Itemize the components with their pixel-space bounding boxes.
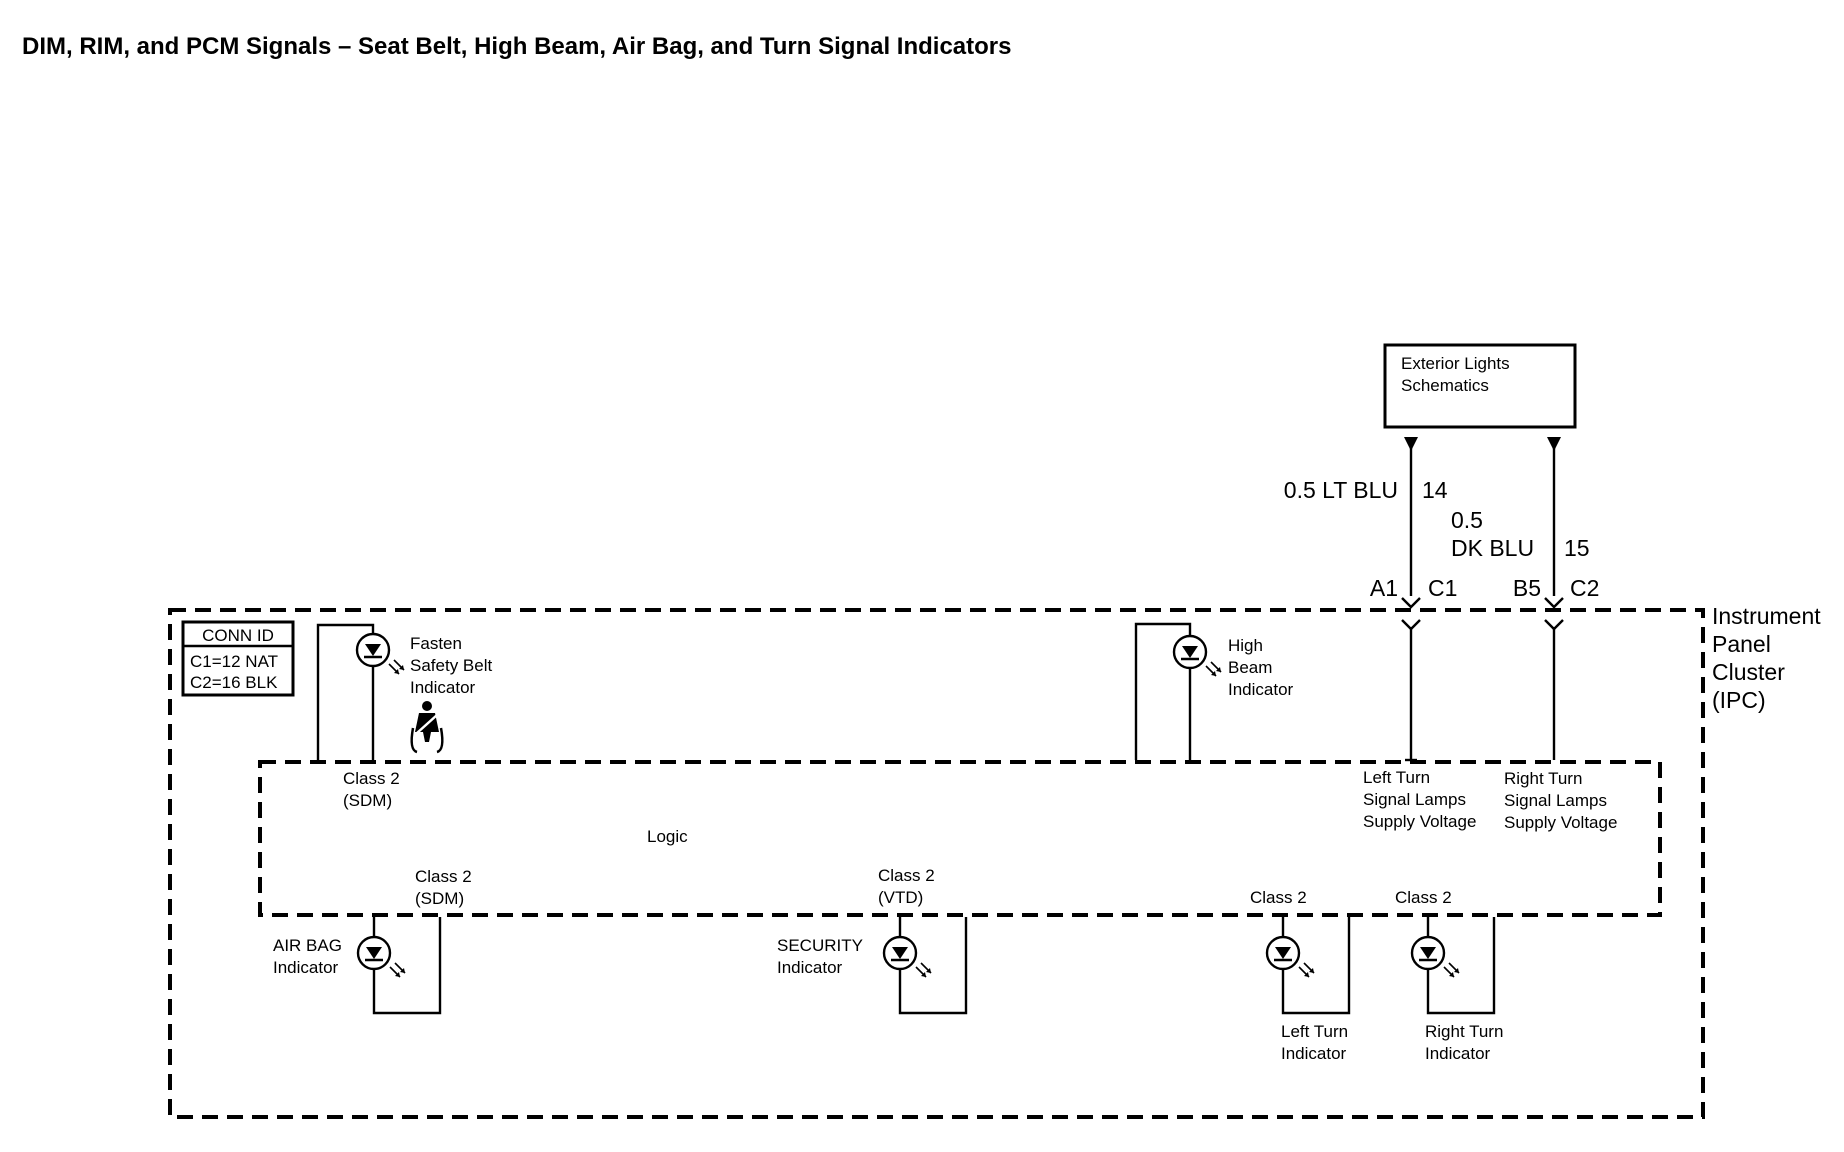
high-beam-label-line3: Indicator (1228, 680, 1294, 699)
right-supply-line1: Right Turn (1504, 769, 1582, 788)
security-circuit (882, 917, 968, 1015)
wire-left-pin: A1 (1370, 575, 1398, 601)
fasten-belt-label-line1: Fasten (410, 634, 462, 653)
seat-belt-icon (410, 701, 444, 754)
right-turn-label-line2: Indicator (1425, 1044, 1491, 1063)
fasten-belt-label-line2: Safety Belt (410, 656, 492, 675)
right-turn-circuit (1410, 917, 1496, 1015)
wire-left (1401, 437, 1421, 762)
air-bag-label-line1: AIR BAG (273, 936, 342, 955)
wire-left-color: 0.5 LT BLU (1284, 477, 1398, 503)
exterior-lights-box[interactable]: Exterior Lights Schematics (1383, 343, 1577, 429)
exterior-box-line2: Schematics (1401, 376, 1489, 395)
wire-left-connector: C1 (1428, 575, 1457, 601)
left-turn-label-line2: Indicator (1281, 1044, 1347, 1063)
ipc-label-line4: (IPC) (1712, 687, 1766, 713)
fasten-belt-circuit (316, 623, 406, 760)
class2-sdm-bottom-line2: (SDM) (415, 889, 464, 908)
wire-right-connector: C2 (1570, 575, 1599, 601)
high-beam-led-icon (1172, 634, 1223, 678)
wire-right-circuit: 15 (1564, 535, 1590, 561)
air-bag-circuit (356, 917, 442, 1015)
class2-right-turn-label: Class 2 (1395, 888, 1452, 907)
right-turn-led-icon (1410, 935, 1461, 979)
fasten-belt-label-line3: Indicator (410, 678, 476, 697)
high-beam-label-line2: Beam (1228, 658, 1272, 677)
conn-id-row2: C2=16 BLK (190, 673, 278, 692)
left-supply-line3: Supply Voltage (1363, 812, 1476, 831)
diagram-title: DIM, RIM, and PCM Signals – Seat Belt, H… (22, 33, 1011, 60)
class2-sdm-bottom-line1: Class 2 (415, 867, 472, 886)
air-bag-label-line2: Indicator (273, 958, 339, 977)
left-turn-circuit (1265, 917, 1351, 1015)
wire-left-circuit: 14 (1422, 477, 1448, 503)
class2-vtd-line2: (VTD) (878, 888, 923, 907)
right-supply-line3: Supply Voltage (1504, 813, 1617, 832)
conn-id-header: CONN ID (202, 626, 274, 645)
wire-right-color: DK BLU (1451, 535, 1534, 561)
left-turn-label-line1: Left Turn (1281, 1022, 1348, 1041)
right-turn-label-line1: Right Turn (1425, 1022, 1503, 1041)
logic-label: Logic (647, 827, 688, 846)
conn-id-box: CONN ID C1=12 NAT C2=16 BLK (181, 620, 295, 697)
high-beam-label-line1: High (1228, 636, 1263, 655)
fasten-belt-led-icon (355, 632, 406, 676)
logic-box (258, 760, 1662, 917)
class2-sdm-top-line1: Class 2 (343, 769, 400, 788)
class2-sdm-top-line2: (SDM) (343, 791, 392, 810)
ipc-module-boundary (168, 608, 1705, 1119)
left-turn-led-icon (1265, 935, 1316, 979)
ipc-label-line2: Panel (1712, 631, 1771, 657)
high-beam-circuit (1134, 622, 1223, 760)
conn-id-row1: C1=12 NAT (190, 652, 278, 671)
wire-right-gauge: 0.5 (1451, 507, 1483, 533)
right-supply-line2: Signal Lamps (1504, 791, 1607, 810)
exterior-box-line1: Exterior Lights (1401, 354, 1510, 373)
ipc-label-line1: Instrument (1712, 603, 1821, 629)
left-supply-line2: Signal Lamps (1363, 790, 1466, 809)
security-label-line2: Indicator (777, 958, 843, 977)
air-bag-led-icon (356, 935, 407, 979)
class2-vtd-line1: Class 2 (878, 866, 935, 885)
class2-left-turn-label: Class 2 (1250, 888, 1307, 907)
wire-right-pin: B5 (1513, 575, 1541, 601)
ipc-label-line3: Cluster (1712, 659, 1785, 685)
security-led-icon (882, 935, 933, 979)
left-supply-line1: Left Turn (1363, 768, 1430, 787)
wire-right (1544, 437, 1564, 760)
security-label-line1: SECURITY (777, 936, 863, 955)
